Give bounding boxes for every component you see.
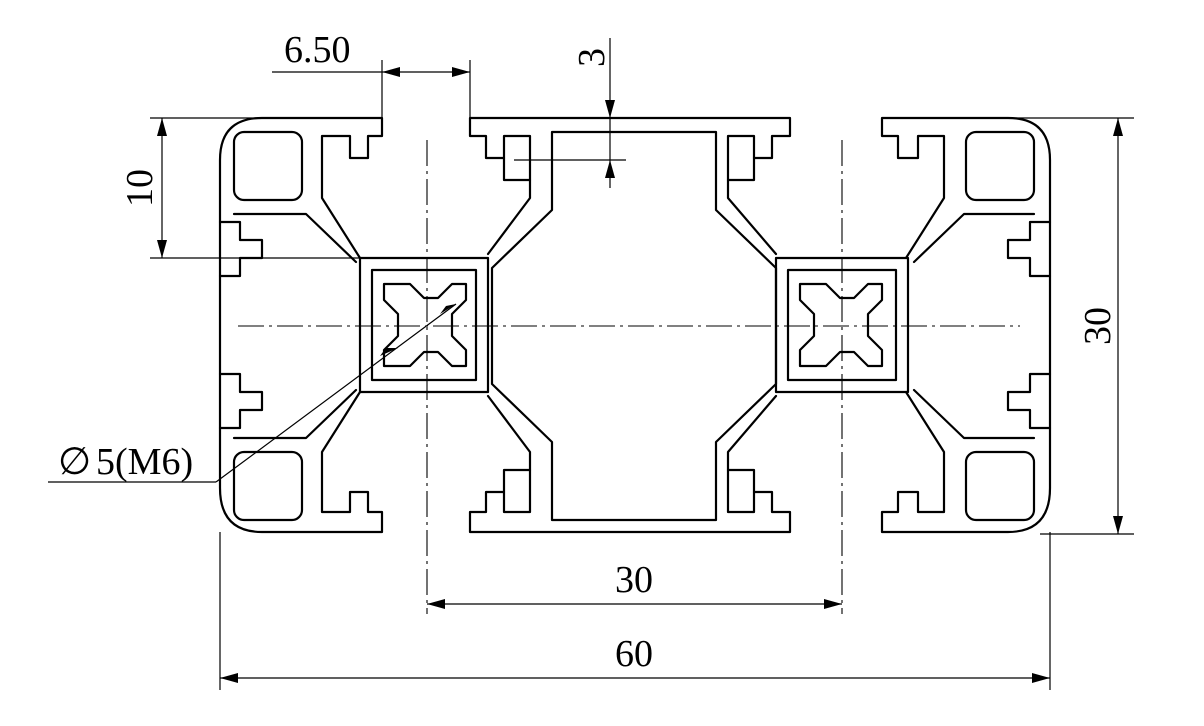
dim-height: 30 — [1008, 117, 1134, 535]
dim-wall-thickness: 3 — [514, 38, 626, 188]
dim-width-label: 60 — [615, 633, 653, 675]
dim-center-spacing: 30 — [427, 559, 842, 609]
dim-height-label: 30 — [1077, 307, 1119, 345]
dim-center-spacing-label: 30 — [615, 559, 653, 601]
dim-wall-thickness-label: 3 — [571, 48, 613, 67]
dim-width: 60 — [219, 532, 1051, 690]
diameter-symbol: ∅ — [58, 441, 91, 483]
dim-slot-opening: 6.50 — [272, 29, 471, 118]
center-lines — [238, 140, 1020, 614]
dim-slot-depth: 10 — [119, 117, 360, 259]
dim-core-hole: ∅ 5(M6) — [48, 303, 457, 483]
profile-outline — [218, 116, 1052, 534]
dim-slot-depth-label: 10 — [119, 169, 161, 207]
dim-core-hole-label: 5(M6) — [96, 441, 193, 483]
dim-slot-opening-label: 6.50 — [284, 29, 351, 71]
